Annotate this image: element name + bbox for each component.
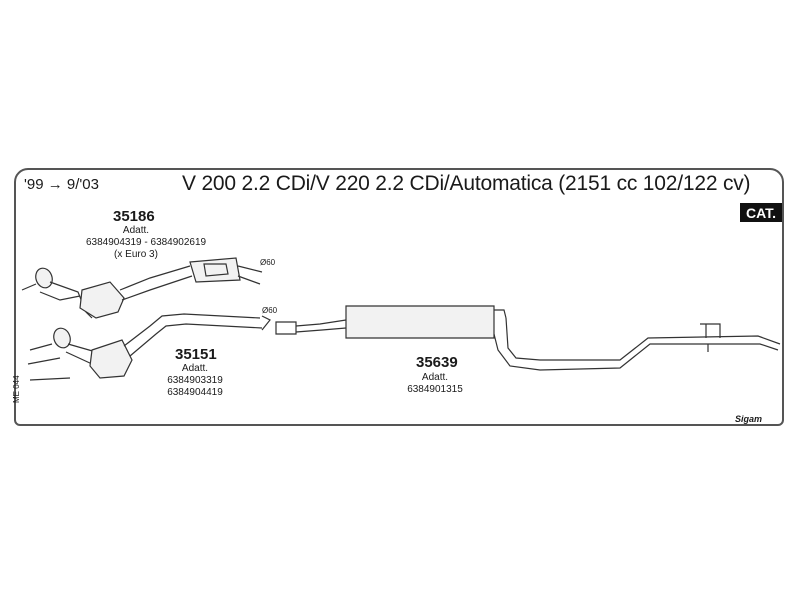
date-range: '99 → 9/'03 xyxy=(24,176,99,193)
adatt-label: Adatt. xyxy=(181,363,209,374)
reference-number: 6384904419 xyxy=(167,387,223,398)
diameter-label-35151: Ø60 xyxy=(262,306,278,315)
adatt-label: Adatt. xyxy=(421,372,449,383)
euro-note: (x Euro 3) xyxy=(114,249,158,260)
part-info-35639: Adatt. 6384901315 xyxy=(395,372,475,396)
diameter-label-35186: Ø60 xyxy=(260,258,276,267)
brand-logo: Sigam xyxy=(735,414,763,424)
cat-badge: CAT. xyxy=(740,203,783,222)
side-code: ME 044 xyxy=(12,375,21,403)
part-info-35186: Adatt. 6384904319 - 6384902619 (x Euro 3… xyxy=(86,225,207,261)
muffler-35639-drawing xyxy=(275,305,781,371)
diagram-frame xyxy=(14,168,784,426)
catalyst-35186-drawing xyxy=(21,257,263,319)
catalyst-35151-drawing xyxy=(27,313,271,381)
adatt-label: Adatt. xyxy=(122,225,150,236)
reference-number: 6384901315 xyxy=(407,384,463,395)
part-number-35186: 35186 xyxy=(113,208,155,225)
part-info-35151: Adatt. 6384903319 6384904419 xyxy=(155,363,235,399)
reference-number: 6384903319 xyxy=(167,375,223,386)
part-number-35639: 35639 xyxy=(416,354,458,371)
part-number-35151: 35151 xyxy=(175,346,217,363)
diagram-title: V 200 2.2 CDi/V 220 2.2 CDi/Automatica (… xyxy=(182,172,751,195)
reference-numbers: 6384904319 - 6384902619 xyxy=(86,237,207,248)
